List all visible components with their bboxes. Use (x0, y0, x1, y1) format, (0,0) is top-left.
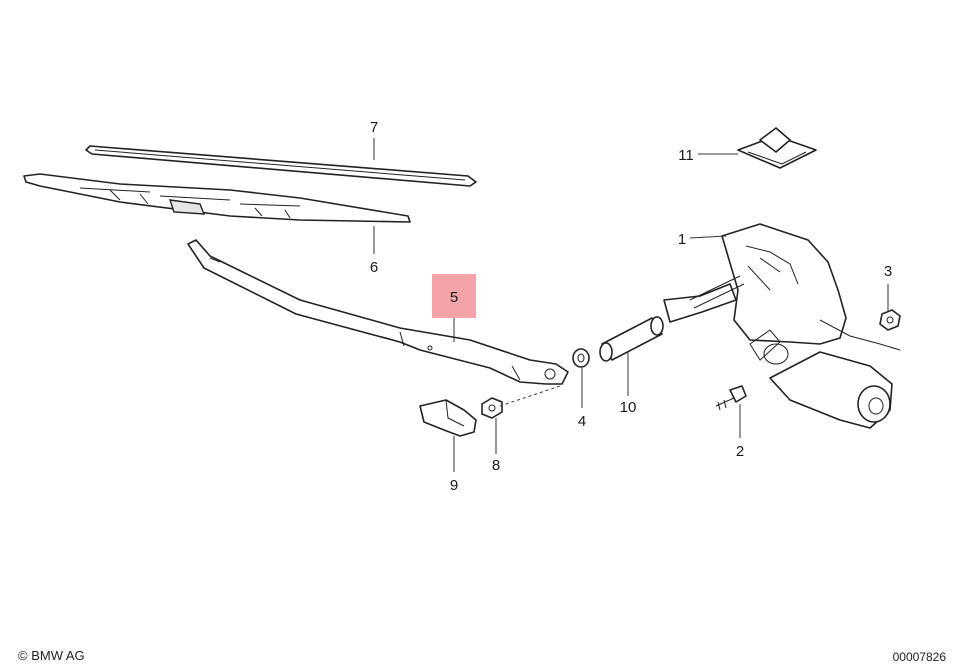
label-5[interactable]: 5 (450, 289, 458, 306)
copyright-text: © BMW AG (18, 648, 85, 663)
label-4[interactable]: 4 (578, 413, 586, 430)
part-7-blade-rubber[interactable] (85, 145, 477, 187)
part-9-arm-cap[interactable] (419, 399, 477, 437)
label-1[interactable]: 1 (678, 231, 686, 248)
part-4-bushing[interactable] (572, 348, 590, 368)
label-10[interactable]: 10 (620, 399, 637, 416)
part-3-nut[interactable] (879, 309, 901, 331)
drawing-number: 00007826 (892, 650, 946, 664)
part-6-wiper-blade[interactable] (23, 173, 411, 223)
label-3[interactable]: 3 (884, 263, 892, 280)
part-11-clip-nut[interactable] (737, 127, 817, 169)
label-11[interactable]: 11 (678, 147, 694, 164)
label-8[interactable]: 8 (492, 457, 500, 474)
part-1-wiper-motor[interactable] (663, 223, 901, 429)
part-5-highlight (432, 274, 476, 318)
label-9[interactable]: 9 (450, 477, 458, 494)
leader-lines (373, 138, 889, 472)
label-6[interactable]: 6 (370, 259, 378, 276)
part-8-nut[interactable] (481, 397, 503, 419)
part-2-bolt[interactable] (715, 385, 747, 411)
label-7[interactable]: 7 (370, 119, 378, 136)
label-2[interactable]: 2 (736, 443, 744, 460)
part-10-sleeve[interactable] (599, 316, 664, 362)
part-5-wiper-arm[interactable] (187, 239, 569, 385)
